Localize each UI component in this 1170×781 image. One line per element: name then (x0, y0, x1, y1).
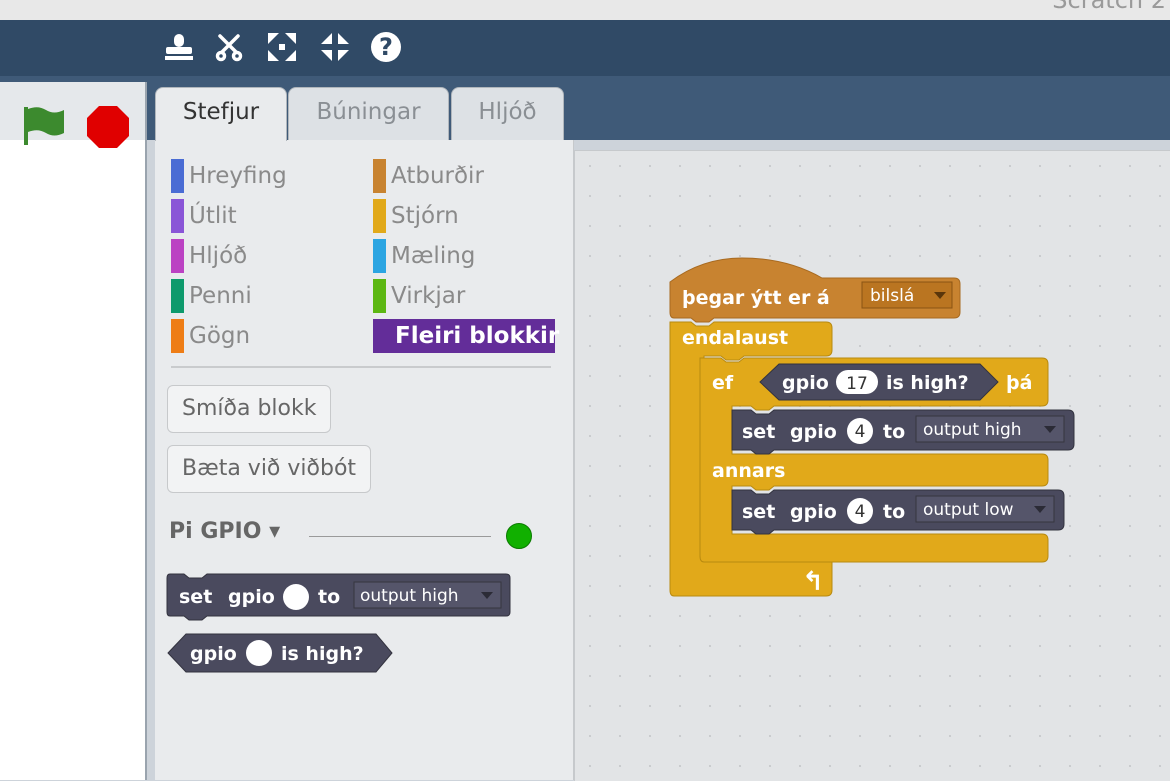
category-pen[interactable]: Penni (171, 279, 252, 313)
svg-text:gpio: gpio (228, 586, 275, 608)
when-key-pressed-block: þegar ýtt er á bilslá (669, 257, 961, 323)
svg-text:þegar ýtt er á: þegar ýtt er á (682, 287, 830, 309)
make-block-button[interactable]: Smíða blokk (167, 385, 332, 433)
category-more-blocks[interactable]: Fleiri blokkir (373, 319, 559, 353)
window-title-bar: Scratch 2 (0, 0, 1170, 21)
scissors-icon[interactable] (212, 30, 246, 64)
svg-text:4: 4 (855, 502, 866, 522)
palette-divider (171, 366, 551, 368)
svg-text:4: 4 (855, 422, 866, 442)
set-gpio-4-output-high-block: set gpio 4 to output high (731, 409, 1075, 455)
svg-text:set: set (742, 501, 775, 523)
svg-text:output low: output low (923, 500, 1014, 520)
category-sound[interactable]: Hljóð (171, 239, 247, 273)
extension-title[interactable]: Pi GPIO ▾ (169, 519, 281, 544)
window-title: Scratch 2 (1052, 0, 1166, 14)
category-sensing[interactable]: Mæling (373, 239, 475, 273)
category-operators[interactable]: Virkjar (373, 279, 465, 313)
svg-text:is high?: is high? (886, 372, 969, 394)
category-events[interactable]: Atburðir (373, 159, 484, 193)
help-icon[interactable]: ? (369, 30, 403, 64)
svg-text:?: ? (379, 33, 393, 61)
palette-gpio-is-high-block[interactable]: gpio is high? (166, 632, 396, 678)
svg-text:to: to (318, 586, 340, 608)
svg-text:set: set (179, 586, 212, 608)
svg-text:set: set (742, 421, 775, 443)
stamp-icon[interactable] (162, 30, 196, 64)
svg-text:is high?: is high? (281, 643, 364, 665)
extension-divider (309, 536, 491, 537)
category-control[interactable]: Stjórn (373, 199, 459, 233)
script-stack[interactable]: þegar ýtt er á bilslá endalaust ↰ ef þá … (662, 250, 1082, 610)
svg-text:annars: annars (712, 460, 785, 482)
stop-icon[interactable] (86, 105, 130, 149)
category-motion[interactable]: Hreyfing (171, 159, 287, 193)
svg-text:ef: ef (712, 372, 734, 394)
svg-text:gpio: gpio (190, 643, 237, 665)
svg-text:endalaust: endalaust (682, 327, 788, 349)
svg-text:17: 17 (846, 374, 868, 394)
green-flag-icon[interactable] (20, 105, 66, 147)
svg-text:to: to (883, 501, 905, 523)
category-looks[interactable]: Útlit (171, 199, 237, 233)
if-else-block: ef þá annars (699, 357, 1049, 563)
tab-sounds[interactable]: Hljóð (451, 87, 564, 141)
shrink-icon[interactable] (318, 30, 352, 64)
set-gpio-4-output-low-block: set gpio 4 to output low (731, 489, 1065, 535)
status-indicator (506, 523, 532, 549)
svg-text:gpio: gpio (782, 372, 829, 394)
svg-text:gpio: gpio (790, 501, 837, 523)
stage[interactable] (0, 140, 147, 780)
category-data[interactable]: Gögn (171, 319, 250, 353)
svg-text:↰: ↰ (802, 567, 824, 597)
add-extension-button[interactable]: Bæta við viðbót (167, 445, 372, 493)
svg-text:output high: output high (360, 586, 459, 606)
svg-text:bilslá: bilslá (870, 286, 914, 306)
svg-text:gpio: gpio (790, 421, 837, 443)
chevron-down-icon: ▾ (269, 519, 281, 544)
grow-icon[interactable] (265, 30, 299, 64)
svg-text:output high: output high (923, 420, 1022, 440)
gpio-17-condition-block: gpio 17 is high? (759, 363, 999, 401)
tab-scripts[interactable]: Stefjur (155, 87, 287, 141)
svg-text:to: to (883, 421, 905, 443)
menu-bar (0, 20, 1170, 76)
tab-costumes[interactable]: Búningar (288, 87, 449, 141)
svg-text:þá: þá (1006, 372, 1032, 394)
palette-set-gpio-block[interactable]: set gpio to output high (166, 572, 516, 624)
